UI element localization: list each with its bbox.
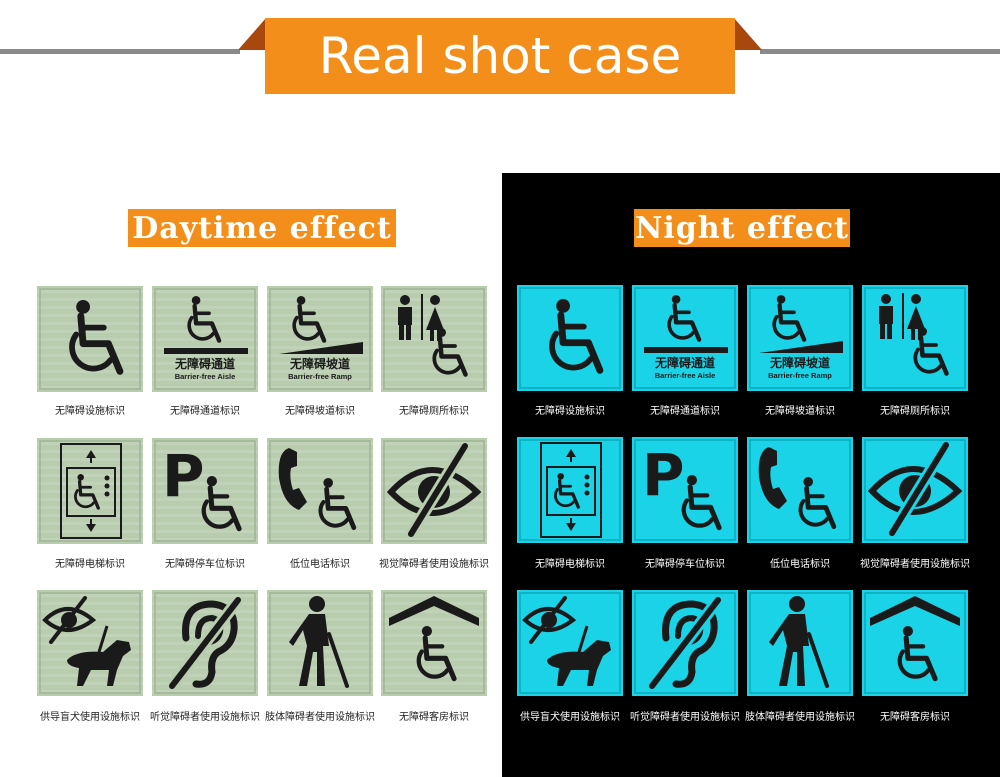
hearing-impaired-icon [152,590,258,696]
night-sign-accessible-parking: P [632,437,738,543]
svg-text:无障碍通道: 无障碍通道 [654,355,715,370]
low-telephone-icon [747,437,853,543]
night-sign-mobility-impaired [747,590,853,696]
night-sign-caption: 听觉障碍者使用设施标识 [630,712,740,723]
wheelchair-icon [517,285,623,391]
accessible-room-icon [862,590,968,696]
mobility-impaired-icon [747,590,853,696]
svg-text:无障碍通道: 无障碍通道 [174,356,235,371]
night-sign-caption: 无障碍厕所标识 [880,406,950,417]
night-sign-caption: 肢体障碍者使用设施标识 [745,712,855,723]
day-sign-caption: 无障碍设施标识 [55,406,125,417]
accessible-parking-icon: P [632,437,738,543]
night-sign-hearing-impaired [632,590,738,696]
day-sign-caption: 无障碍停车位标识 [165,559,245,570]
night-sign-caption: 无障碍电梯标识 [535,559,605,570]
day-sign-caption: 低位电话标识 [290,559,350,570]
day-sign-accessible-parking: P [152,438,258,544]
header-fold-left [238,18,266,50]
day-sign-caption: 听觉障碍者使用设施标识 [150,712,260,723]
svg-text:Barrier-free Ramp: Barrier-free Ramp [288,372,352,381]
day-sign-caption: 无障碍坡道标识 [285,406,355,417]
day-sign-caption: 供导盲犬使用设施标识 [40,712,140,723]
night-effect-label: Night effect [634,209,850,247]
guide-dog-icon [37,590,143,696]
svg-text:无障碍坡道: 无障碍坡道 [289,356,350,371]
accessible-elevator-icon [37,438,143,544]
day-sign-accessible-elevator [37,438,143,544]
night-sign-accessible-toilet [862,285,968,391]
accessible-elevator-icon [517,437,623,543]
night-sign-accessible-room [862,590,968,696]
day-sign-accessible-toilet [381,286,487,392]
day-sign-wheelchair [37,286,143,392]
day-sign-caption: 无障碍电梯标识 [55,559,125,570]
accessible-room-icon [381,590,487,696]
night-sign-caption: 无障碍客房标识 [880,712,950,723]
svg-text:无障碍坡道: 无障碍坡道 [769,355,830,370]
day-sign-low-telephone [267,438,373,544]
night-sign-caption: 无障碍停车位标识 [645,559,725,570]
guide-dog-icon [517,590,623,696]
svg-text:Barrier-free Aisle: Barrier-free Aisle [655,371,716,380]
svg-text:Barrier-free Ramp: Barrier-free Ramp [768,371,832,380]
day-sign-caption: 肢体障碍者使用设施标识 [265,712,375,723]
accessible-toilet-icon [381,286,487,392]
svg-text:P: P [642,441,685,509]
night-sign-caption: 无障碍通道标识 [650,406,720,417]
day-sign-visually-impaired [381,438,487,544]
day-sign-mobility-impaired [267,590,373,696]
day-sign-caption: 无障碍客房标识 [399,712,469,723]
page-title: Real shot case [318,27,682,85]
day-sign-caption: 视觉障碍者使用设施标识 [379,559,489,570]
hearing-impaired-icon [632,590,738,696]
day-sign-guide-dog [37,590,143,696]
night-sign-wheelchair [517,285,623,391]
visually-impaired-icon [862,437,968,543]
night-sign-caption: 供导盲犬使用设施标识 [520,712,620,723]
visually-impaired-icon [381,438,487,544]
svg-text:Barrier-free Aisle: Barrier-free Aisle [175,372,236,381]
daytime-effect-label: Daytime effect [128,209,396,247]
night-sign-low-telephone [747,437,853,543]
header-rule-right [760,49,1000,54]
day-sign-hearing-impaired [152,590,258,696]
night-sign-caption: 视觉障碍者使用设施标识 [860,559,970,570]
header-rule-left [0,49,240,54]
day-sign-accessible-room [381,590,487,696]
wheelchair-icon [37,286,143,392]
header-fold-right [734,18,762,50]
mobility-impaired-icon [267,590,373,696]
night-sign-caption: 低位电话标识 [770,559,830,570]
header-banner: Real shot case [265,18,735,94]
night-sign-accessible-elevator [517,437,623,543]
low-telephone-icon [267,438,373,544]
night-sign-guide-dog [517,590,623,696]
day-sign-caption: 无障碍厕所标识 [399,406,469,417]
accessible-parking-icon: P [152,438,258,544]
night-sign-visually-impaired [862,437,968,543]
night-sign-caption: 无障碍坡道标识 [765,406,835,417]
svg-text:P: P [162,442,205,510]
day-sign-caption: 无障碍通道标识 [170,406,240,417]
accessible-toilet-icon [862,285,968,391]
night-sign-caption: 无障碍设施标识 [535,406,605,417]
